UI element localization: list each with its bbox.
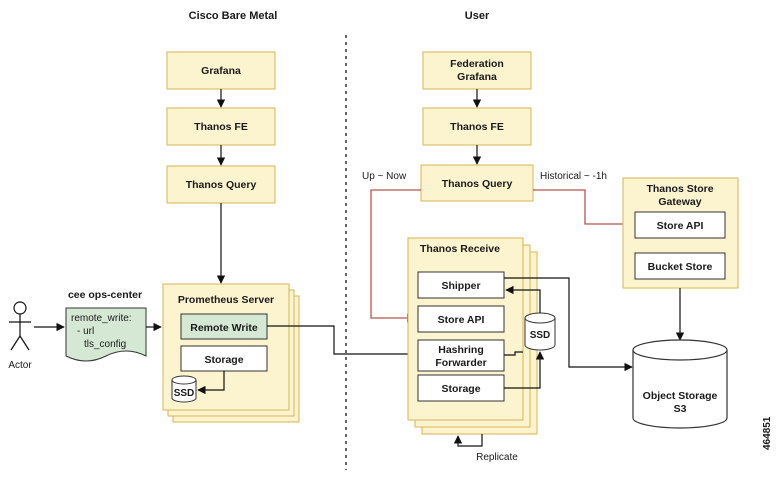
ops-center-config-doc: remote_write: - url tls_config (65, 307, 147, 362)
gateway-store-api-label: Store API (657, 220, 704, 232)
ops-center-line-3: tls_config (84, 339, 126, 350)
ops-center-line-2: - url (77, 326, 94, 337)
remote-write-label: Remote Write (190, 322, 258, 334)
store-gateway-label-2: Gateway (658, 196, 701, 208)
left-storage-label: Storage (204, 354, 243, 366)
right-ssd-label: SSD (530, 330, 551, 341)
federation-grafana-label-1: Federation (450, 58, 504, 70)
figure-id: 464851 (762, 416, 773, 450)
left-thanos-fe-box: Thanos FE (166, 107, 276, 146)
left-ssd-label: SSD (174, 388, 195, 399)
object-storage-cylinder: Object Storage S3 (632, 339, 728, 429)
right-ssd-cylinder: SSD (524, 312, 556, 351)
thanos-receive-label: Thanos Receive (420, 243, 500, 255)
left-grafana-box: Grafana (166, 51, 276, 90)
object-storage-label-2: S3 (674, 403, 687, 415)
store-gateway-label-1: Thanos Store (646, 183, 713, 195)
object-storage-label-1: Object Storage (643, 390, 718, 402)
right-thanos-fe-box: Thanos FE (422, 107, 532, 146)
ops-center-line-1: remote_write: (71, 313, 132, 324)
hashring-forwarder-box: Hashring Forwarder (417, 339, 505, 372)
actor-label: Actor (8, 360, 32, 371)
actor-figure (9, 301, 31, 351)
right-thanos-query-label: Thanos Query (442, 178, 513, 190)
receive-store-api-label: Store API (438, 314, 485, 326)
arrow-replicate-loop (453, 434, 483, 447)
bucket-store-label: Bucket Store (648, 261, 713, 273)
left-section-title: Cisco Bare Metal (189, 10, 278, 22)
arrow-query-to-receive-store-api (370, 189, 421, 323)
shipper-label: Shipper (441, 280, 480, 292)
shipper-box: Shipper (417, 271, 505, 299)
gateway-store-api-box: Store API (634, 211, 726, 239)
arrow-query-to-gateway-store-api (533, 189, 634, 229)
federation-grafana-label-2: Grafana (457, 71, 497, 83)
left-ssd-cylinder: SSD (171, 375, 197, 403)
arrow-shipper-to-object-storage (504, 277, 633, 372)
right-storage-box: Storage (417, 374, 505, 402)
left-grafana-label: Grafana (201, 65, 241, 77)
federation-grafana-box: Federation Grafana (422, 51, 532, 90)
right-thanos-query-box: Thanos Query (420, 164, 534, 202)
hashring-label-1: Hashring (438, 344, 484, 356)
arrow-hashring-to-ssd (504, 351, 523, 356)
arrow-storage-to-ssd-right (504, 351, 545, 389)
hashring-label-2: Forwarder (435, 357, 486, 369)
bucket-store-box: Bucket Store (634, 252, 726, 280)
arrow-storage-to-ssd (197, 371, 225, 395)
right-thanos-fe-label: Thanos FE (450, 121, 504, 133)
left-thanos-fe-label: Thanos FE (194, 121, 248, 133)
left-thanos-query-label: Thanos Query (186, 179, 257, 191)
right-storage-label: Storage (441, 383, 480, 395)
historical-label: Historical ~ -1h (540, 171, 607, 182)
left-storage-box: Storage (180, 345, 268, 372)
ops-center-title: cee ops-center (68, 289, 142, 301)
left-thanos-query-box: Thanos Query (166, 165, 276, 204)
remote-write-box: Remote Write (180, 313, 268, 340)
up-now-label: Up ~ Now (362, 171, 407, 182)
prometheus-server-label: Prometheus Server (178, 294, 274, 306)
thanos-receive-box: Thanos Receive (407, 237, 538, 435)
arrow-remote-write-to-hashring (267, 325, 417, 359)
arrow-ssd-to-shipper (505, 285, 541, 313)
receive-store-api-box: Store API (417, 305, 505, 333)
right-section-title: User (465, 10, 490, 22)
replicate-label: Replicate (476, 452, 518, 463)
